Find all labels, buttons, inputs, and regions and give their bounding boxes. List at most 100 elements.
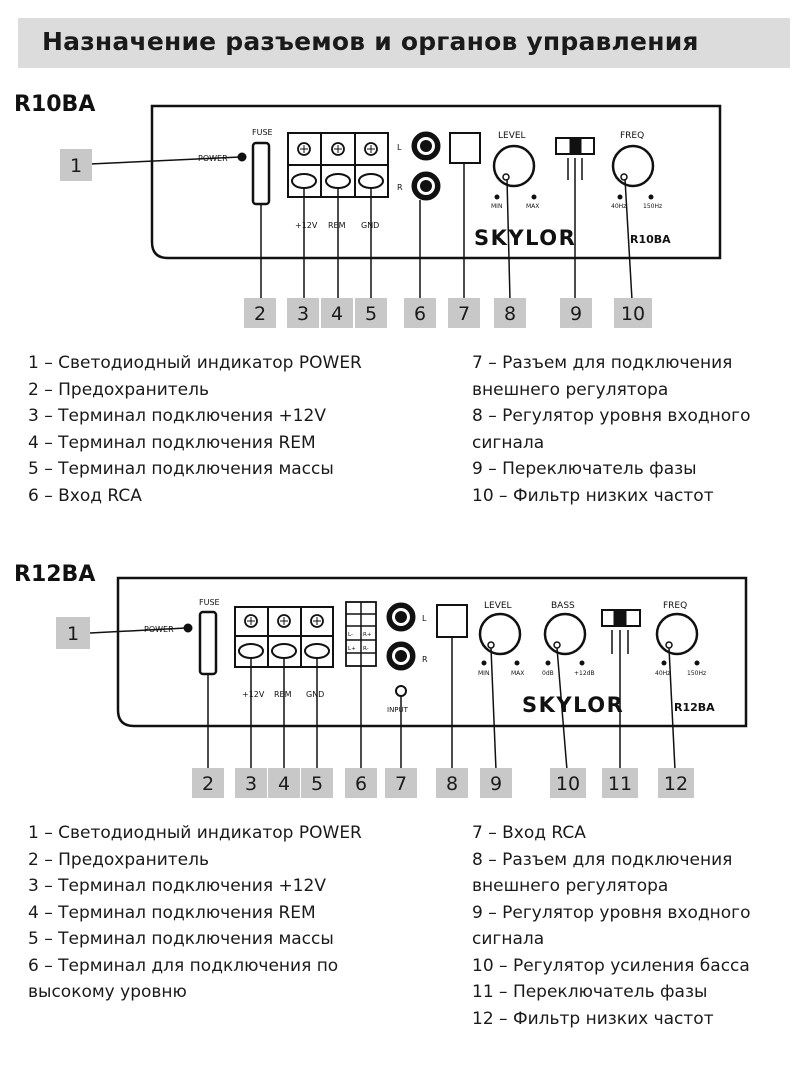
title-band — [18, 18, 790, 68]
r12-freq-knob — [655, 612, 699, 656]
r12-label-level-min: MIN — [478, 670, 489, 677]
legend-item: 11 – Переключатель фазы — [472, 982, 708, 1002]
model-title-r12ba: R12BA — [14, 562, 96, 587]
r12-label-freq-lo: 40Hz — [655, 670, 670, 677]
r12-callout-10: 10 — [556, 773, 580, 795]
r12-level-knob — [478, 612, 522, 656]
r12-terminal-screws — [238, 614, 330, 659]
r12ba-panel — [89, 576, 748, 771]
r12-label-fuse: FUSE — [199, 598, 220, 607]
r10-callout-10: 10 — [621, 303, 645, 325]
r12-leader-lines — [89, 627, 676, 771]
r12-callout-3: 3 — [245, 773, 257, 795]
legend-item: 5 – Терминал подключения массы — [28, 929, 334, 949]
r10-callout-8: 8 — [504, 303, 516, 325]
legend-item: сигнала — [472, 432, 545, 453]
r10-label-level: LEVEL — [498, 131, 526, 141]
r10-callout-5: 5 — [365, 303, 377, 325]
r10-brand-logo: SKYLOR — [474, 226, 576, 250]
r10-label-term3: GND — [361, 221, 379, 230]
r12-label-level: LEVEL — [484, 601, 512, 611]
r10-level-knob — [492, 144, 536, 188]
r12-panel-outline — [116, 576, 748, 728]
r12-label-input: INPUT — [387, 706, 409, 714]
r12-label-hl2: R+ — [363, 632, 372, 638]
r12-callout-6: 6 — [355, 773, 367, 795]
r10-legend-left: 1 – Светодиодный индикатор POWER 2 – Пре… — [28, 350, 362, 509]
r10-label-fuse: FUSE — [252, 128, 273, 137]
legend-item: 1 – Светодиодный индикатор POWER — [28, 353, 362, 373]
r12-label-hl3: L+ — [348, 646, 356, 652]
r10-callout-6: 6 — [414, 303, 426, 325]
r12-model-tag: R12BA — [674, 701, 715, 714]
r12-callout-12: 12 — [664, 773, 688, 795]
r10-label-freq-hi: 150Hz — [643, 203, 662, 210]
legend-item: 8 – Разъем для подключения — [472, 849, 733, 870]
r12-brand-logo: SKYLOR — [522, 693, 624, 717]
r12-callout-boxes — [56, 617, 694, 798]
r12-bass-knob — [543, 612, 587, 656]
r10-label-term1: +12V — [295, 221, 318, 230]
r10-callout-3: 3 — [297, 303, 309, 325]
r10-freq-knob — [611, 144, 655, 188]
r12-legend-right: 7 – Вход RCA 8 – Разъем для подключения … — [472, 820, 751, 1032]
r12-label-bass: BASS — [551, 601, 575, 611]
r12-label-hl1: L- — [348, 632, 353, 638]
r10-label-power: POWER — [198, 154, 228, 163]
r12-label-bass-lo: 0dB — [542, 670, 554, 677]
r12-legend-left: 1 – Светодиодный индикатор POWER 2 – Пре… — [28, 820, 362, 1006]
r12-callout-9: 9 — [490, 773, 502, 795]
r12-label-bass-hi: +12dB — [574, 670, 595, 677]
r10-label-level-max: MAX — [526, 203, 539, 210]
r12-label-hl4: R- — [363, 646, 369, 652]
r12-callout-7: 7 — [395, 773, 407, 795]
r10-model-tag: R10BA — [630, 233, 671, 246]
legend-item: 8 – Регулятор уровня входного — [472, 406, 751, 426]
r12-callout-1: 1 — [67, 623, 79, 645]
r10-label-rca-r: R — [397, 183, 403, 192]
r10-label-term2: REM — [328, 221, 346, 230]
r10-label-rca-l: L — [397, 143, 402, 152]
legend-item: 7 – Разъем для подключения — [472, 353, 733, 373]
r12-callout-11: 11 — [608, 773, 632, 795]
legend-item: 9 – Регулятор уровня входного — [472, 902, 751, 923]
legend-item: внешнего регулятора — [472, 379, 669, 400]
r12-label-term3: GND — [306, 690, 324, 699]
legend-item: 10 – Регулятор усиления басса — [472, 955, 750, 976]
r12-callout-5: 5 — [311, 773, 323, 795]
legend-item: 6 – Терминал для подключения по — [28, 955, 339, 976]
r12-label-term1: +12V — [242, 690, 265, 699]
r12-label-level-max: MAX — [511, 670, 524, 677]
model-title-r10ba: R10BA — [14, 92, 96, 117]
r12-label-freq-hi: 150Hz — [687, 670, 706, 677]
r10-callout-4: 4 — [331, 303, 343, 325]
r12-input-jack — [395, 685, 407, 697]
legend-item: 7 – Вход RCA — [472, 823, 586, 843]
r10-leader-lines — [89, 156, 633, 301]
legend-item: сигнала — [472, 929, 545, 949]
legend-item: 9 – Переключатель фазы — [472, 459, 697, 479]
r12-label-rca-l: L — [422, 614, 427, 623]
legend-item: 4 – Терминал подключения REM — [28, 432, 316, 453]
r10-legend-right: 7 – Разъем для подключения внешнего регу… — [472, 350, 751, 509]
r10-callout-2: 2 — [254, 303, 266, 325]
r12-fuse — [198, 610, 218, 676]
r10-remote-jack — [449, 132, 481, 164]
legend-item: 6 – Вход RCA — [28, 485, 142, 506]
r12-callout-4: 4 — [278, 773, 290, 795]
r10-label-freq-lo: 40Hz — [611, 203, 626, 210]
r12-callout-8: 8 — [446, 773, 458, 795]
legend-item: 2 – Предохранитель — [28, 849, 209, 870]
legend-item: 1 – Светодиодный индикатор POWER — [28, 823, 362, 843]
r12-label-power: POWER — [144, 625, 174, 634]
legend-item: 2 – Предохранитель — [28, 379, 209, 400]
r10ba-panel — [89, 104, 722, 301]
r10-label-freq: FREQ — [620, 131, 644, 141]
r12-label-freq: FREQ — [663, 601, 687, 611]
r10-fuse — [251, 141, 271, 206]
legend-item: 4 – Терминал подключения REM — [28, 902, 316, 923]
r10-callout-boxes — [60, 149, 652, 328]
r10-callout-9: 9 — [570, 303, 582, 325]
legend-item: высокому уровню — [28, 982, 187, 1002]
r10-panel-outline — [150, 104, 722, 260]
